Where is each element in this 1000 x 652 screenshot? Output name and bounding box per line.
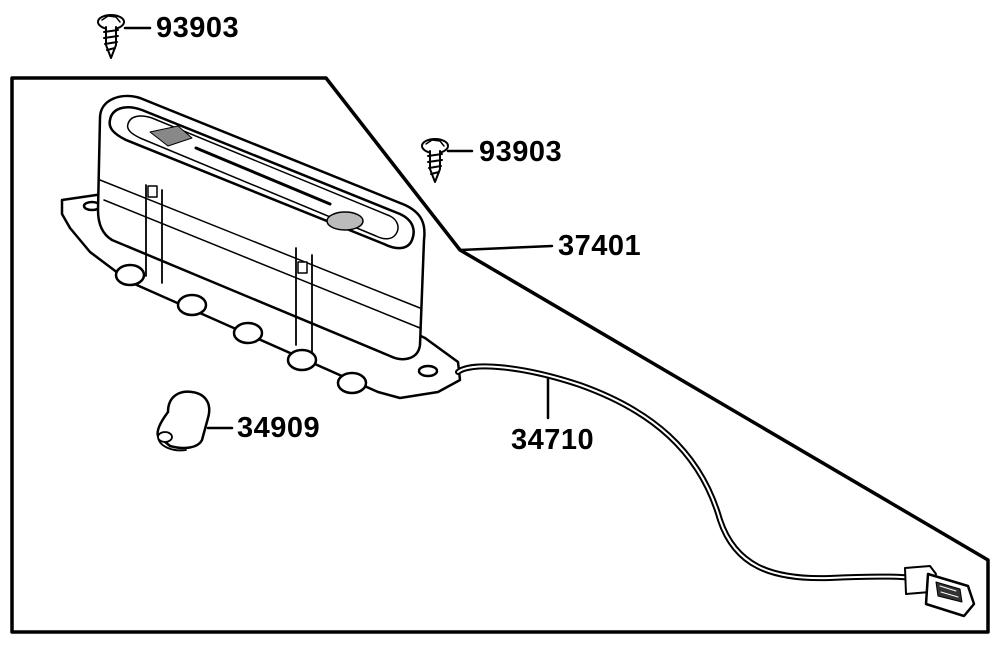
callout-93903-outside: 93903 xyxy=(156,12,240,44)
callout-93903-inside: 93903 xyxy=(479,136,563,168)
screw-inside-drawing xyxy=(421,138,474,183)
callout-37401: 37401 xyxy=(558,230,642,262)
harness-drawing xyxy=(455,363,976,618)
callout-34909: 34909 xyxy=(237,412,321,444)
assembly-frame xyxy=(10,76,990,634)
screw-outside-drawing xyxy=(97,14,152,59)
leader-37401 xyxy=(458,244,554,252)
lamp-housing-drawing xyxy=(60,94,462,400)
bulb-drawing xyxy=(156,390,234,452)
callout-34710: 34710 xyxy=(511,424,595,456)
